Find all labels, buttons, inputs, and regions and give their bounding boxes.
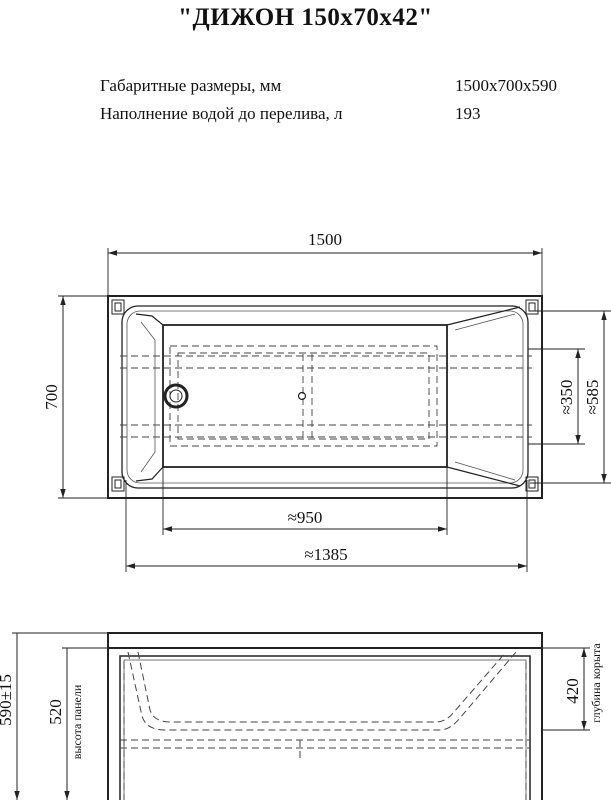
spec-value: 193 (455, 104, 481, 123)
spec-value: 1500x700x590 (455, 76, 557, 95)
tub-depth-caption: глубина корыта (589, 643, 603, 723)
dim-height-label: 590±15 (0, 674, 15, 726)
spec-label: Габаритные размеры, мм (100, 76, 282, 95)
dim-1385-label: ≈1385 (304, 545, 347, 564)
dim-length-label: 1500 (308, 230, 342, 249)
dim-tub-depth-label: 420 (563, 678, 582, 704)
spec-label: Наполнение водой до перелива, л (100, 104, 343, 123)
tub-basin-bottom (162, 324, 448, 468)
dim-950-label: ≈950 (288, 508, 323, 527)
tub-outer-rim (107, 295, 543, 499)
page-title: "ДИЖОН 150x70x42" (178, 4, 433, 31)
top-view (58, 248, 611, 572)
leg-icons (111, 299, 539, 492)
dim-panel-height-label: 520 (46, 699, 65, 725)
front-view (12, 632, 590, 800)
overflow-icon (297, 391, 307, 401)
front-rim (107, 632, 543, 649)
panel-height-caption: высота панели (70, 684, 84, 759)
front-panel (107, 647, 543, 800)
tub-rim-contour (121, 305, 529, 489)
dim-width-label: 700 (42, 384, 61, 410)
drain-icon (163, 383, 189, 409)
dim-350-label: ≈350 (557, 380, 576, 415)
dim-585-label: ≈585 (583, 380, 602, 415)
